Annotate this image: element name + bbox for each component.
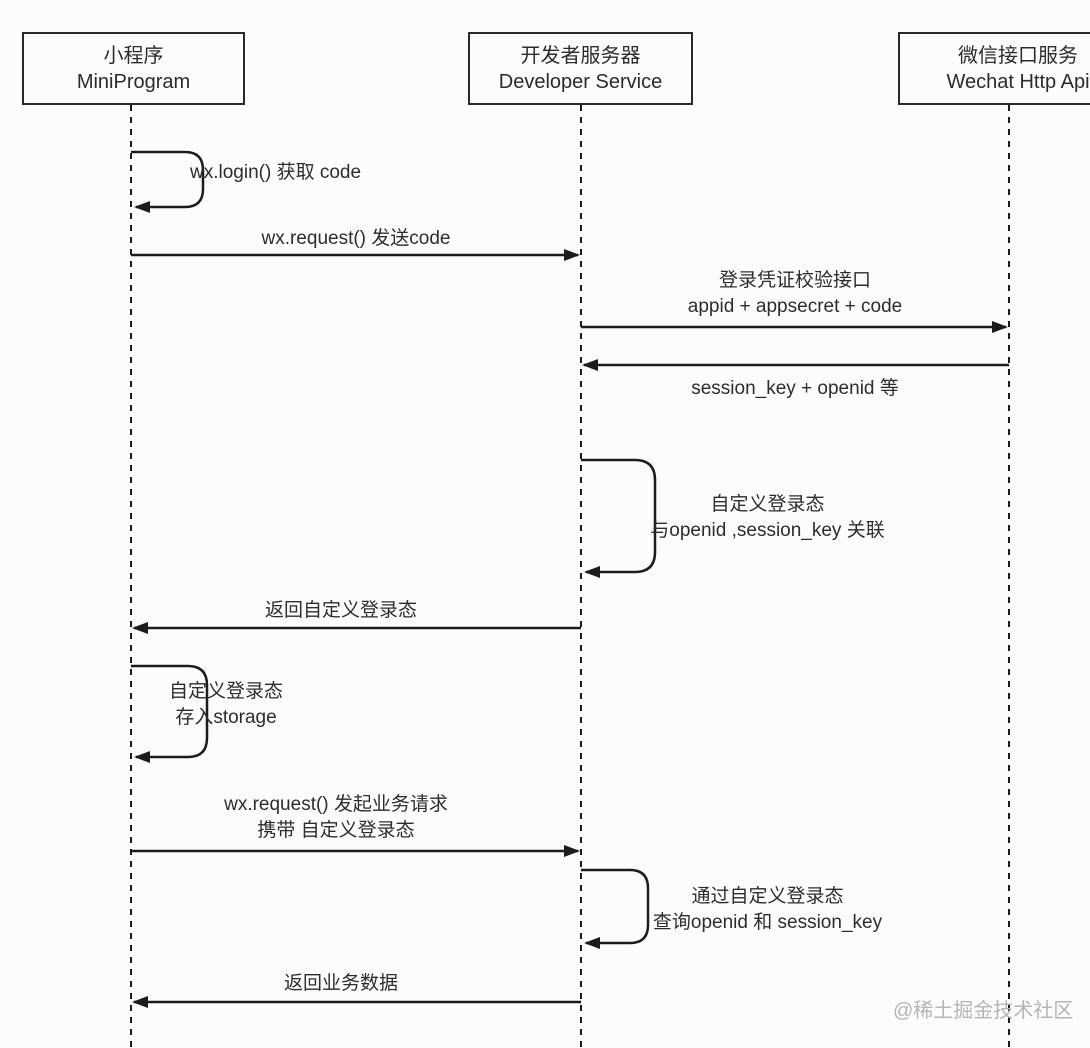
self-loop-query-openid — [581, 868, 650, 949]
label-credential-check-line1: 登录凭证校验接口 — [718, 270, 871, 291]
self-loop-custom-login-state — [581, 458, 657, 578]
actor-developer-service: 开发者服务器 Developer Service — [468, 32, 693, 105]
label-session-key-return: session_key + openid 等 — [691, 378, 899, 399]
label-business-request-line1: wx.request() 发起业务请求 — [224, 794, 448, 815]
label-return-login-state: 返回自定义登录态 — [264, 600, 417, 621]
label-return-business-data: 返回业务数据 — [283, 973, 398, 994]
label-send-code: wx.request() 发送code — [261, 228, 451, 249]
label-store-storage: 自定义登录态 存入storage — [141, 679, 311, 731]
actor-wechat-api-title-en: Wechat Http Api — [946, 70, 1090, 93]
label-query-openid-line1: 通过自定义登录态 — [691, 886, 844, 907]
actor-miniprogram-title-zh: 小程序 — [103, 44, 164, 67]
watermark: @稀土掘金技术社区 — [893, 1000, 1074, 1022]
self-loop-store-storage — [131, 664, 209, 763]
actor-miniprogram: 小程序 MiniProgram — [22, 32, 245, 105]
actor-developer-service-title-zh: 开发者服务器 — [520, 44, 641, 67]
label-business-request-line2: 携带 自定义登录态 — [257, 820, 415, 841]
label-business-request: wx.request() 发起业务请求 携带 自定义登录态 — [131, 792, 541, 844]
label-credential-check-line2: appid + appsecret + code — [687, 296, 903, 317]
actor-developer-service-title-en: Developer Service — [498, 70, 663, 93]
label-store-storage-line1: 自定义登录态 — [168, 681, 283, 702]
label-custom-login-state: 自定义登录态 与openid ,session_key 关联 — [560, 492, 975, 544]
label-custom-login-state-line2: 与openid ,session_key 关联 — [650, 520, 885, 541]
actor-miniprogram-title-en: MiniProgram — [76, 70, 191, 93]
label-query-openid: 通过自定义登录态 查询openid 和 session_key — [560, 884, 975, 936]
label-custom-login-state-line1: 自定义登录态 — [710, 494, 825, 515]
self-loop-wx-login — [131, 150, 205, 213]
actor-wechat-api-title-zh: 微信接口服务 — [958, 44, 1078, 67]
label-store-storage-line2: 存入storage — [175, 707, 277, 728]
actor-wechat-api: 微信接口服务 Wechat Http Api — [898, 32, 1090, 105]
label-query-openid-line2: 查询openid 和 session_key — [652, 912, 883, 933]
label-credential-check: 登录凭证校验接口 appid + appsecret + code — [581, 268, 1009, 320]
label-wx-login: wx.login() 获取 code — [190, 162, 362, 183]
